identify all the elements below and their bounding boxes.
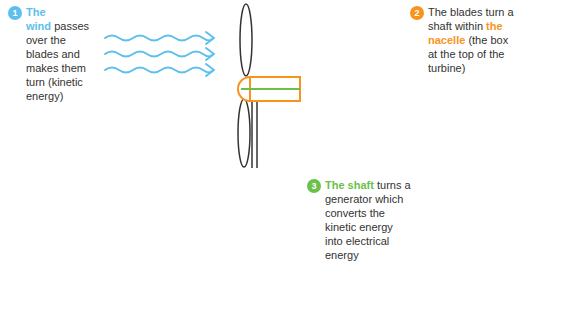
arrowhead xyxy=(206,48,214,60)
callout-number: 2 xyxy=(410,6,424,20)
callout-number-text: 1 xyxy=(8,6,22,20)
tower-line xyxy=(256,100,258,168)
callout-body: turns a generator which converts the kin… xyxy=(325,179,411,261)
wind-arrow xyxy=(105,68,213,73)
callout-circle-shape xyxy=(307,179,321,193)
callout-number: 3 xyxy=(307,179,321,193)
callout-heading: The wind xyxy=(26,6,51,32)
callout-text: The blades turn a shaft withinthe nacell… xyxy=(428,5,514,75)
callout-body: passes over the blades and makes them tu… xyxy=(26,20,89,102)
tower-line xyxy=(251,100,253,168)
blade xyxy=(238,99,250,167)
wind-arrow xyxy=(105,52,213,57)
callout-circle-shape xyxy=(410,6,424,20)
callout-number: 1 xyxy=(8,6,22,20)
callout-text: The shaftturns a generator which convert… xyxy=(325,178,411,262)
wind-arrows xyxy=(105,32,214,76)
shaft xyxy=(241,88,300,90)
turbine xyxy=(238,4,300,168)
callout-number-text: 3 xyxy=(307,179,321,193)
callout-circle-shape xyxy=(8,6,22,20)
arrowhead xyxy=(206,64,214,76)
callout-text: The windpasses over the blades and makes… xyxy=(26,5,100,103)
callout-number-text: 2 xyxy=(410,6,424,20)
wind-arrow xyxy=(105,36,213,41)
blade xyxy=(240,4,252,76)
callout-heading: The shaft xyxy=(325,179,374,191)
arrowhead xyxy=(206,32,214,44)
